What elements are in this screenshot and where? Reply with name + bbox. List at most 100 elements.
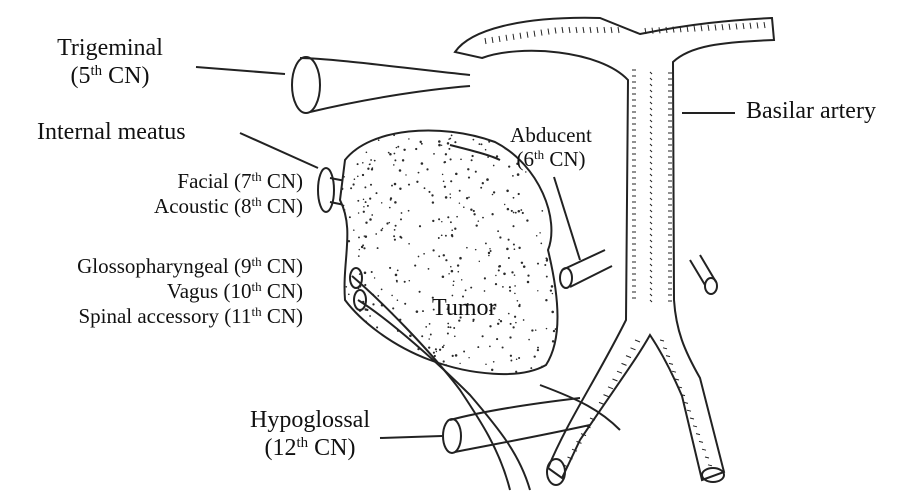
acoustic-cn: CN) bbox=[262, 194, 303, 218]
spinal-accessory-label: Spinal accessory (11th CN) bbox=[8, 306, 303, 327]
hypoglossal-name: Hypoglossal bbox=[230, 408, 390, 432]
tumor-stipple-dot bbox=[544, 264, 546, 266]
glossopharyngeal-cn: CN) bbox=[262, 254, 303, 278]
tumor-stipple-dot bbox=[511, 271, 513, 273]
tumor-stipple-dot bbox=[426, 123, 428, 125]
tumor-stipple-dot bbox=[463, 206, 465, 208]
tumor-stipple-dot bbox=[371, 168, 373, 170]
tumor-stipple-dot bbox=[444, 161, 446, 163]
tumor-stipple-dot bbox=[362, 174, 364, 176]
tumor-stipple-dot bbox=[365, 308, 368, 311]
tumor-stipple-dot bbox=[563, 240, 564, 241]
tumor-stipple-dot bbox=[514, 316, 516, 318]
tumor-stipple-dot bbox=[368, 352, 370, 354]
tumor-stipple-dot bbox=[546, 328, 547, 329]
tumor-stipple-dot bbox=[443, 345, 445, 347]
tumor-stipple-dot bbox=[493, 361, 495, 363]
tumor-stipple-dot bbox=[431, 194, 433, 196]
tumor-stipple-dot bbox=[513, 197, 515, 199]
tumor-stipple-dot bbox=[518, 305, 520, 307]
tumor-stipple-dot bbox=[502, 346, 504, 348]
facial-text: Facial (7 bbox=[177, 169, 251, 193]
spinal-accessory-suffix: th bbox=[251, 304, 261, 319]
tumor-stipple-dot bbox=[397, 270, 399, 272]
tumor-stipple-dot bbox=[453, 327, 455, 329]
tumor-stipple-dot bbox=[564, 236, 566, 238]
tumor-stipple-dot bbox=[514, 248, 516, 250]
tumor-stipple-dot bbox=[530, 367, 532, 369]
tumor-stipple-dot bbox=[428, 346, 430, 348]
tumor-stipple-dot bbox=[461, 279, 462, 280]
tumor-stipple-dot bbox=[555, 328, 557, 330]
glossopharyngeal-suffix: th bbox=[251, 254, 261, 269]
tumor-stipple-dot bbox=[388, 152, 390, 154]
tumor-stipple-dot bbox=[518, 247, 520, 249]
tumor-stipple-dot bbox=[552, 371, 554, 373]
tumor-stipple-dot bbox=[467, 126, 469, 128]
tumor-stipple-dot bbox=[339, 316, 341, 318]
tumor-stipple-dot bbox=[509, 286, 511, 288]
tumor-stipple-dot bbox=[459, 257, 462, 260]
tumor-stipple-dot bbox=[365, 222, 367, 224]
tumor-stipple-dot bbox=[559, 327, 562, 330]
tumor-stipple-dot bbox=[457, 372, 459, 374]
tumor-stipple-dot bbox=[537, 347, 539, 349]
tumor-stipple-dot bbox=[451, 235, 453, 237]
tumor-stipple-dot bbox=[341, 320, 343, 322]
tumor-stipple-dot bbox=[419, 141, 421, 143]
hypoglossal-cn: CN) bbox=[308, 435, 355, 461]
tumor-stipple-dot bbox=[466, 197, 468, 199]
tumor-stipple-dot bbox=[504, 204, 505, 205]
tumor-stipple-dot bbox=[493, 165, 495, 167]
tumor-stipple-dot bbox=[361, 246, 363, 248]
tumor-stipple-dot bbox=[441, 221, 442, 222]
tumor-stipple-dot bbox=[348, 240, 350, 242]
tumor-stipple-dot bbox=[418, 172, 420, 174]
tumor-stipple-dot bbox=[565, 362, 567, 364]
hypoglossal-nerve-end bbox=[443, 419, 461, 453]
tumor-stipple-dot bbox=[528, 339, 530, 341]
tumor-stipple-dot bbox=[428, 268, 430, 270]
tumor-stipple-dot bbox=[361, 137, 363, 139]
tumor-stipple-dot bbox=[360, 347, 362, 349]
tumor-stipple-dot bbox=[371, 214, 373, 216]
tumor-stipple-dot bbox=[356, 126, 358, 128]
abducent-cn: CN) bbox=[544, 147, 585, 171]
tumor-stipple-dot bbox=[370, 159, 372, 161]
tumor-stipple-dot bbox=[514, 274, 516, 276]
tumor-stipple-dot bbox=[393, 164, 395, 166]
tumor-stipple-dot bbox=[447, 323, 449, 325]
tumor-stipple-dot bbox=[507, 208, 510, 211]
tumor-stipple-dot bbox=[479, 261, 480, 262]
tumor-stipple-dot bbox=[397, 299, 399, 301]
abducent-suffix: th bbox=[534, 147, 544, 162]
trigeminal-nerve-trunk bbox=[300, 58, 470, 112]
tumor-stipple-dot bbox=[391, 295, 393, 297]
tumor-stipple-dot bbox=[394, 239, 396, 241]
tumor-stipple-dot bbox=[360, 322, 363, 325]
tumor-stipple-dot bbox=[438, 237, 440, 239]
tumor-stipple-dot bbox=[377, 346, 379, 348]
tumor-stipple-dot bbox=[408, 243, 410, 245]
tumor-stipple-dot bbox=[503, 273, 506, 276]
tumor-stipple-dot bbox=[347, 138, 350, 141]
tumor-stipple-dot bbox=[491, 369, 493, 371]
tumor-stipple-dot bbox=[363, 211, 365, 213]
tumor-stipple-dot bbox=[365, 201, 367, 203]
tumor-stipple-dot bbox=[364, 272, 367, 275]
trigeminal-nerve-end bbox=[292, 57, 320, 113]
tumor-stipple-dot bbox=[478, 143, 480, 145]
tumor-stipple-dot bbox=[520, 209, 522, 211]
tumor-stipple-dot bbox=[514, 293, 516, 295]
tumor-stipple-dot bbox=[508, 313, 510, 315]
tumor-stipple-dot bbox=[435, 367, 437, 369]
tumor-stipple-dot bbox=[538, 177, 540, 179]
tumor-stipple-dot bbox=[417, 373, 419, 375]
tumor-stipple-dot bbox=[366, 357, 368, 359]
tumor-stipple-dot bbox=[374, 277, 375, 278]
tumor-stipple-dot bbox=[521, 262, 523, 264]
tumor-stipple-dot bbox=[360, 358, 362, 360]
tumor-stipple-dot bbox=[454, 336, 456, 338]
tumor-stipple-dot bbox=[499, 236, 501, 238]
tumor-stipple-dot bbox=[493, 191, 495, 193]
